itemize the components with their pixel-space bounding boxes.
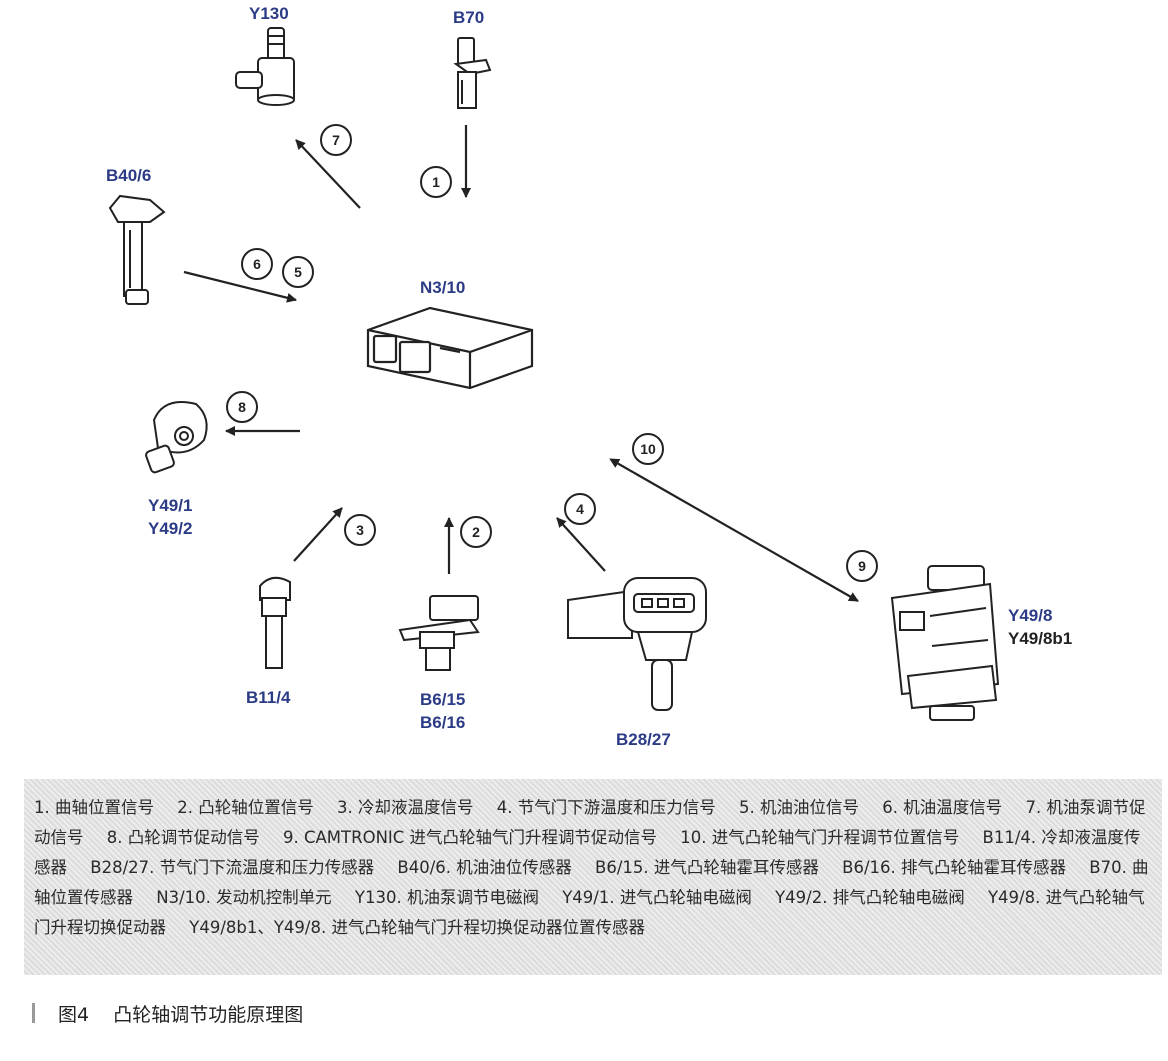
caption-marker [32,1003,35,1023]
b70-sensor-icon [453,37,492,109]
y130-solenoid-icon [235,27,295,106]
legend-item: 3. 冷却液温度信号 [337,798,474,817]
legend-box: 1. 曲轴位置信号 2. 凸轮轴位置信号 3. 冷却液温度信号 4. 节气门下游… [24,779,1162,975]
label-y49-1: Y49/1 [148,496,193,515]
arrow-4 [556,517,606,572]
signal-number-3: 3 [344,514,376,546]
legend-item: 2. 凸轮轴位置信号 [177,798,314,817]
legend-item: Y49/1. 进气凸轮轴电磁阀 [562,888,752,907]
y49-8-actuator-icon [890,565,1000,721]
signal-number-8: 8 [226,391,258,423]
signal-number-9: 9 [846,550,878,582]
label-y130: Y130 [249,4,289,23]
signal-number-5: 5 [282,256,314,288]
b6-15-sensor-icon [398,595,480,671]
legend-item: 4. 节气门下游温度和压力信号 [496,798,716,817]
figure-title: 凸轮轴调节功能原理图 [113,1004,304,1026]
b28-27-sensor-icon [567,577,707,711]
arrow-5-6 [183,270,297,303]
legend-item: B6/16. 排气凸轮轴霍耳传感器 [842,858,1066,877]
legend-item: N3/10. 发动机控制单元 [156,888,332,907]
diagram-canvas [108,27,1000,721]
signal-number-1: 1 [420,166,452,198]
label-y49-8b1: Y49/8b1 [1008,629,1073,648]
legend-item: 9. CAMTRONIC 进气凸轮轴气门升程调节促动信号 [283,828,658,847]
b40-6-sensor-icon [108,194,166,305]
b11-4-sensor-icon [259,576,291,669]
legend-item: B6/15. 进气凸轮轴霍耳传感器 [595,858,819,877]
signal-number-4: 4 [564,493,596,525]
arrow-3 [293,507,343,562]
label-b40-6: B40/6 [106,166,152,185]
legend-item: Y130. 机油泵调节电磁阀 [354,888,539,907]
legend-item: Y49/8. 进气凸轮轴气门升程切换促动器 [34,888,1145,937]
legend-item: B28/27. 节气门下流温度和压力传感器 [90,858,375,877]
label-b28-27: B28/27 [616,730,671,749]
legend-item: Y49/2. 排气凸轮轴电磁阀 [775,888,965,907]
figure-caption: 图4 凸轮轴调节功能原理图 [58,1000,303,1027]
legend-item: B40/6. 机油油位传感器 [397,858,572,877]
signal-number-6: 6 [241,248,273,280]
legend-item: B70. 曲轴位置传感器 [34,858,1149,907]
signal-number-2: 2 [460,516,492,548]
legend-item: 1. 曲轴位置信号 [34,798,154,817]
legend-item: B11/4. 冷却液温度传感器 [34,828,1141,877]
legend-item: 5. 机油油位信号 [739,798,859,817]
label-b6-15: B6/15 [420,690,466,709]
label-y49-8: Y49/8 [1008,606,1053,625]
arrow-7 [295,139,361,209]
signal-number-10: 10 [632,433,664,465]
y49-1-solenoid-icon [145,401,208,474]
figure-number: 图4 [58,1004,90,1026]
label-b6-16: B6/16 [420,713,466,732]
label-b11-4: B11/4 [246,688,291,707]
legend-item: 6. 机油温度信号 [882,798,1003,817]
signal-number-7: 7 [320,124,352,156]
arrow-9-10 [609,458,859,602]
label-y49-2: Y49/2 [148,519,193,538]
label-b70: B70 [453,8,485,27]
legend-item: Y49/8b1、Y49/8. 进气凸轮轴气门升程切换促动器位置传感器 [189,918,645,937]
legend-item: 8. 凸轮调节促动信号 [106,828,260,847]
n3-10-ecu-icon [366,306,534,390]
label-n3-10: N3/10 [420,278,466,297]
legend-item: 7. 机油泵调节促动信号 [34,798,1146,847]
legend-item: 10. 进气凸轮轴气门升程调节位置信号 [680,828,960,847]
